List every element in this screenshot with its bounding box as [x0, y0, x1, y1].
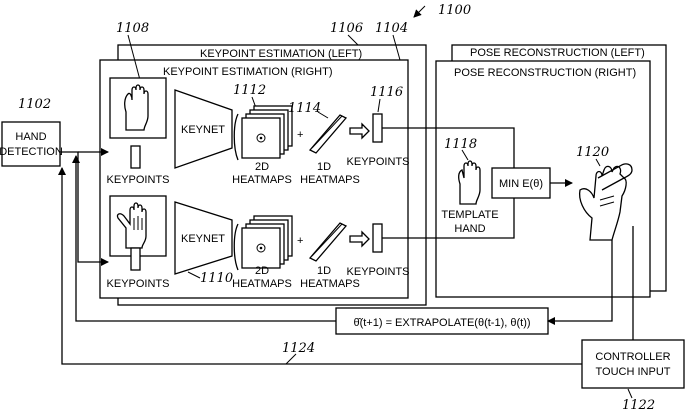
ref-1110: 1110: [200, 271, 233, 286]
heatmap-2d-peak-dot: [259, 136, 263, 140]
input-image-right: [109, 77, 167, 139]
keynet-lower: [174, 201, 233, 275]
figure-number: 1100: [438, 3, 471, 18]
controller-touch-input-box: [581, 339, 685, 389]
extrapolate-label: θ̂(t+1) = EXTRAPOLATE(θ(t-1), θ(t)): [353, 317, 530, 329]
hand-detection-box: [1, 121, 61, 167]
ref-1110-leader: [187, 271, 201, 279]
arrow-detection-to-lower-crop: [60, 151, 109, 266]
figure-number-pointer: [413, 5, 426, 18]
keynet-upper: [174, 89, 233, 169]
arrow-controller-to-detection: [58, 167, 582, 365]
template-hand-label-2: HAND: [454, 223, 485, 235]
arrow-output-to-extrapolate: [547, 240, 613, 325]
ref-1108-leader: [127, 34, 141, 81]
keypoints-label-upper-right: KEYPOINTS: [347, 156, 410, 168]
ref-1118: 1118: [444, 137, 477, 152]
ref-1124: 1124: [282, 341, 315, 356]
keypoints-vector-lower-left: [130, 247, 141, 271]
hand-icon-lower-fingers: [133, 216, 143, 230]
ref-1120-leader: [595, 158, 601, 167]
ref-1106: 1106: [330, 21, 363, 36]
template-hand-icon: [458, 160, 481, 205]
hollow-arrow-lower: [349, 230, 370, 248]
plus-sign-upper: +: [297, 129, 303, 141]
hollow-arrow-upper: [349, 122, 370, 140]
ref-1102: 1102: [18, 97, 51, 112]
arrow-lower-keypoints-to-min: [382, 198, 515, 239]
heatmaps-1d-label-1-lower: 1D: [317, 265, 331, 277]
keynet-label-upper: KEYNET: [181, 124, 225, 136]
ref-1116: 1116: [370, 85, 403, 100]
controller-label-2: TOUCH INPUT: [596, 366, 671, 378]
heatmap-1d-lower: [308, 222, 348, 262]
ref-1124-leader: [285, 353, 297, 365]
heatmap-1d-lower-edge: [311, 223, 343, 257]
ref-1122-leader: [627, 388, 633, 399]
keypoints-label-upper-left: KEYPOINTS: [107, 174, 170, 186]
heatmaps-1d-label-1-upper: 1D: [317, 161, 331, 173]
heatmaps-2d-label-1-lower: 2D: [255, 265, 269, 277]
ref-1120: 1120: [576, 145, 609, 160]
output-hand-icon: [578, 163, 633, 241]
output-hand-detail: [599, 195, 615, 207]
ref-1104: 1104: [375, 21, 408, 36]
arrow-upper-keypoints-to-min: [382, 127, 515, 168]
hand-icon-lower: [116, 202, 147, 249]
arrow-extrapolate-to-crops: [72, 155, 336, 322]
heatmaps-1d-label-2-lower: HEATMAPS: [300, 278, 360, 290]
keypoints-vector-lower-right: [372, 223, 383, 253]
heatmaps-1d-label-2-upper: HEATMAPS: [300, 174, 360, 186]
pose-reconstruction-left-title: POSE RECONSTRUCTION (LEFT): [470, 47, 645, 59]
plus-sign-lower: +: [297, 235, 303, 247]
template-hand-label-1: TEMPLATE: [441, 209, 498, 221]
keypoints-label-lower-left: KEYPOINTS: [107, 278, 170, 290]
heatmap-1d-upper: [308, 114, 348, 154]
hand-detection-label-1: HAND: [15, 131, 46, 143]
ref-1108: 1108: [116, 21, 149, 36]
ref-1114-leader: [317, 111, 329, 119]
heatmap-2d-bracket-upper: [233, 113, 239, 161]
min-energy-label: MIN E(θ): [499, 178, 543, 190]
keypoint-estimation-right-title: KEYPOINT ESTIMATION (RIGHT): [163, 66, 333, 78]
keypoints-vector-upper-left: [130, 145, 141, 169]
ref-1116-leader: [377, 98, 381, 113]
ref-1122: 1122: [622, 398, 655, 413]
heatmap-2d-front: [241, 117, 281, 159]
keypoints-label-lower-right: KEYPOINTS: [347, 266, 410, 278]
keypoint-estimation-left-title: KEYPOINT ESTIMATION (LEFT): [200, 48, 362, 60]
controller-label-1: CONTROLLER: [595, 351, 670, 363]
ref-1114: 1114: [288, 101, 321, 116]
ref-1118-leader: [461, 149, 469, 161]
heatmap-2d-peak-dot-lower: [259, 246, 263, 250]
ref-1104-leader: [392, 34, 401, 61]
pose-reconstruction-right-title: POSE RECONSTRUCTION (RIGHT): [454, 67, 636, 79]
hand-detection-label-2: DETECTION: [0, 146, 63, 158]
ref-1106-leader: [347, 34, 359, 46]
heatmap-2d-bracket-lower: [233, 223, 239, 271]
heatmaps-2d-label-1-upper: 2D: [255, 161, 269, 173]
hand-icon-upper: [124, 84, 149, 131]
heatmaps-2d-label-2-upper: HEATMAPS: [232, 174, 292, 186]
ref-1112: 1112: [233, 83, 266, 98]
heatmaps-2d-label-2-lower: HEATMAPS: [232, 278, 292, 290]
heatmap-1d-upper-edge: [311, 115, 343, 149]
keypoints-vector-upper-right: [372, 113, 383, 143]
keynet-label-lower: KEYNET: [181, 233, 225, 245]
